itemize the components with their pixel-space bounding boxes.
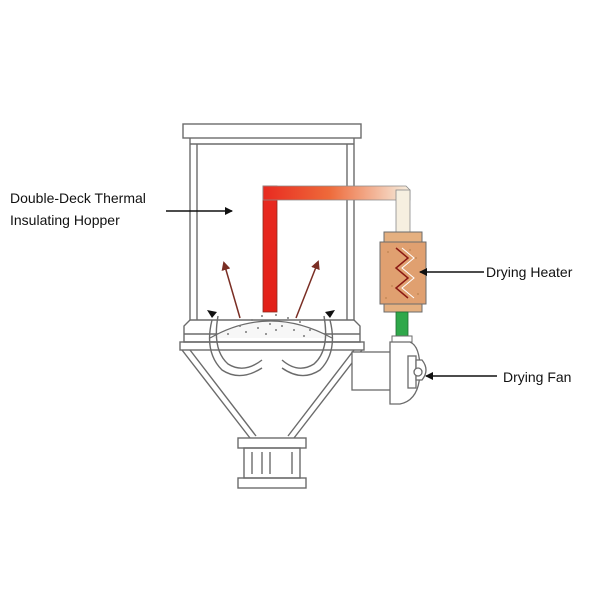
hopper-label-line1: Double-Deck Thermal <box>10 190 146 206</box>
hopper-cone <box>181 349 363 439</box>
airflow-arrow-icon <box>221 260 320 319</box>
drying-fan <box>351 341 427 405</box>
hot-air-pipe-horizontal <box>262 185 411 201</box>
heater-coil-icon <box>394 247 415 299</box>
hopper-body <box>189 144 355 320</box>
cool-air-pipe <box>395 311 409 337</box>
drying-heater-label: Drying Heater <box>486 264 573 280</box>
hopper-top-flange <box>182 123 362 145</box>
hopper-outlet <box>237 437 307 489</box>
material-pile <box>209 314 333 339</box>
hot-air-pipe-vertical <box>262 185 278 313</box>
deflector-airflow-arrows <box>207 310 335 318</box>
pipe-to-heater <box>395 189 411 233</box>
air-deflectors <box>208 315 334 377</box>
drying-fan-label: Drying Fan <box>503 369 572 385</box>
hopper-label-line2: Insulating Hopper <box>10 212 120 228</box>
drying-heater <box>379 231 427 313</box>
hopper-label: Double-Deck Thermal Insulating Hopper <box>10 187 146 231</box>
